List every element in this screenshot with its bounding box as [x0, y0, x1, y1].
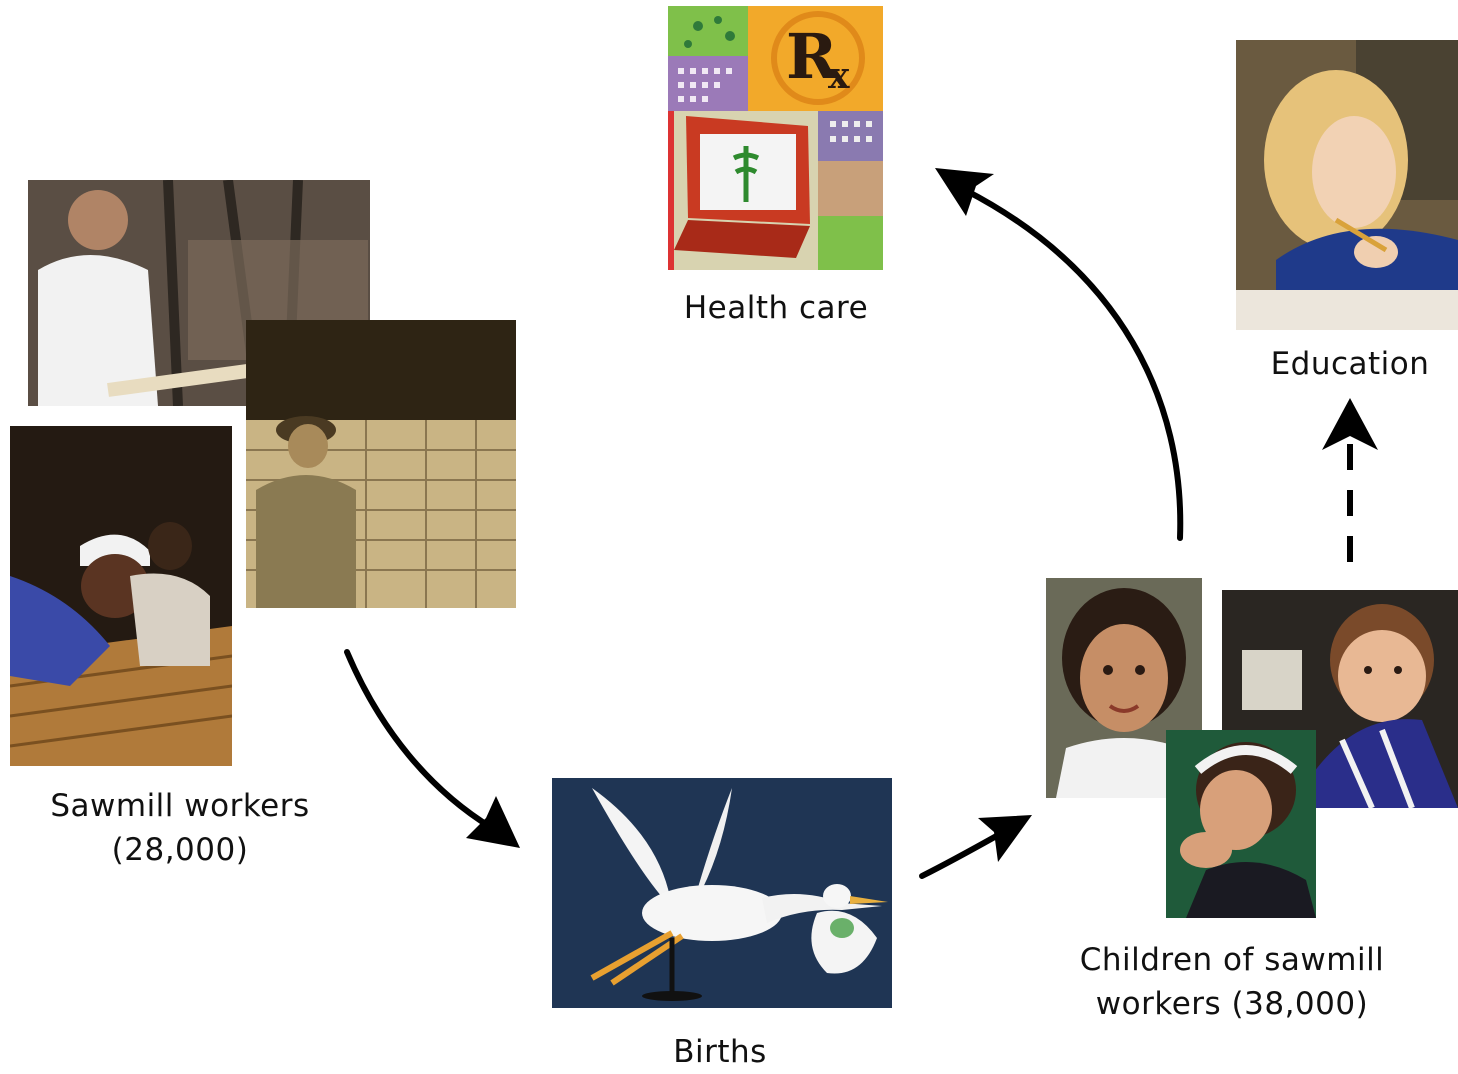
children-label-line2: workers (38,000): [1095, 986, 1369, 1022]
rx-symbol: R: [786, 20, 838, 93]
arrowhead-births: [466, 796, 520, 848]
births-stork-image: [552, 778, 892, 1008]
sawmill-workers-label-line2: (28,000): [111, 832, 249, 868]
arrowhead-children: [978, 815, 1032, 862]
arrow-births-to-children: [919, 831, 1003, 879]
health-care-image: R x: [668, 6, 883, 270]
rx-subscript: x: [828, 55, 850, 97]
health-care-label: Health care: [683, 290, 869, 326]
arrow-workers-to-births: [344, 649, 495, 831]
children-label-line1: Children of sawmill: [1079, 942, 1385, 978]
sawmill-workers-label: Sawmill workers (28,000): [20, 784, 340, 872]
arrowhead-healthcare: [935, 168, 994, 216]
education-label: Education: [1270, 346, 1430, 382]
arrowhead-education: [1322, 398, 1378, 450]
arrow-children-to-healthcare: [962, 187, 1184, 541]
education-image: [1236, 40, 1458, 330]
child-photo-toddler: [1166, 730, 1316, 918]
children-label: Children of sawmill workers (38,000): [1062, 938, 1402, 1026]
sawmill-worker-photo-3: [10, 426, 232, 766]
births-label: Births: [673, 1034, 767, 1070]
sawmill-workers-label-line1: Sawmill workers: [50, 788, 310, 824]
sawmill-worker-photo-2: [246, 320, 516, 608]
